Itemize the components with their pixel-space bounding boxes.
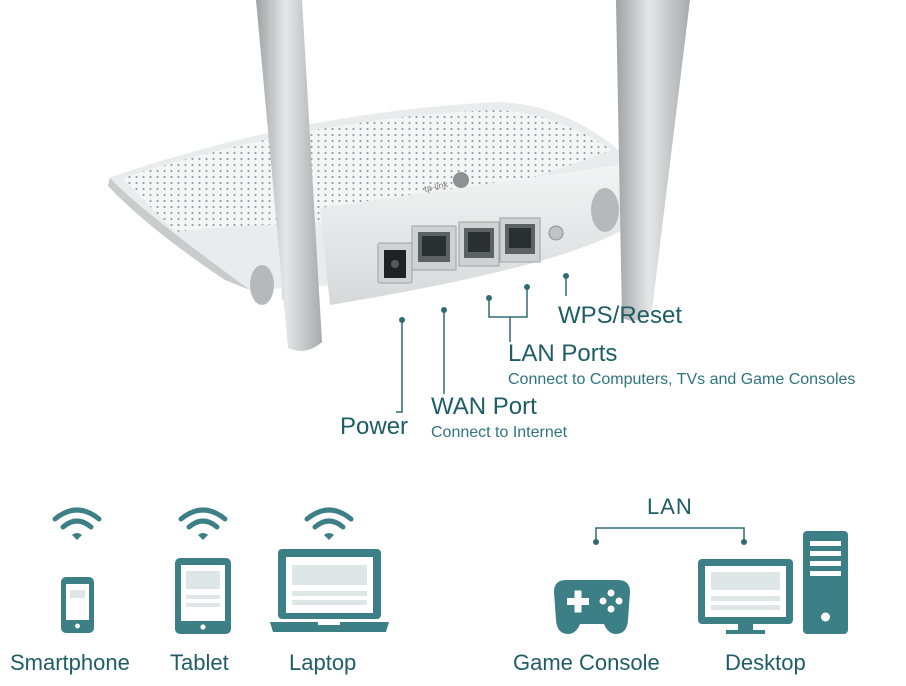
wps-reset-label: WPS/Reset (558, 302, 683, 329)
power-label: Power (340, 413, 409, 440)
lan-port-jack-2 (499, 217, 541, 263)
router-brand-logo: tp-link (423, 179, 449, 194)
wan-port-description: Connect to Internet (431, 424, 568, 441)
wan-port-jack (411, 225, 457, 271)
power-jack (377, 242, 413, 284)
callout-lines (396, 273, 569, 413)
lan-ports-description: Connect to Computers, TVs and Game Conso… (508, 371, 856, 388)
front-antenna (616, 0, 690, 321)
gamepad-icon (554, 580, 630, 634)
lan-ports-label: LAN Ports (508, 340, 618, 367)
wifi-icon-smartphone (52, 507, 102, 540)
smartphone-label: Smartphone (10, 650, 130, 675)
laptop-label: Laptop (289, 650, 357, 675)
router-logo-icon (453, 172, 469, 188)
tablet-label: Tablet (170, 650, 229, 675)
lan-port-jack-1 (458, 221, 500, 267)
desktop-icon (698, 531, 848, 634)
router-vent-grille (122, 110, 612, 232)
router-illustration: tp-link (108, 0, 690, 351)
wifi-icon-laptop (304, 507, 354, 540)
wan-port-label: WAN Port (431, 393, 537, 420)
lan-connection-bracket (593, 527, 747, 545)
game-console-label: Game Console (513, 650, 660, 675)
front-left-antenna (256, 0, 322, 351)
desktop-label: Desktop (725, 650, 806, 675)
tablet-icon (175, 558, 231, 634)
smartphone-icon (61, 577, 94, 633)
wps-reset-button (548, 225, 564, 241)
lan-group-title: LAN (647, 494, 693, 519)
wifi-icon-tablet (178, 507, 228, 540)
laptop-icon (270, 549, 389, 632)
